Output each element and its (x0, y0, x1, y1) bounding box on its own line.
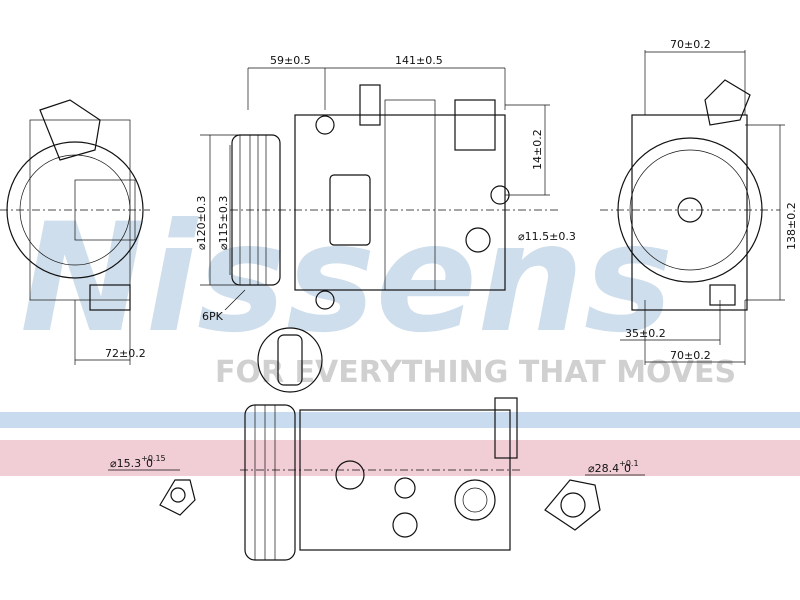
dim-35: 35±0.2 (625, 327, 666, 340)
dim-pulley-inner: ⌀115±0.3 (217, 196, 230, 250)
dim-72: 72±0.2 (105, 347, 146, 360)
right-view (600, 50, 785, 365)
watermark-band-blue (0, 412, 800, 428)
suction-port-fitting (108, 469, 196, 516)
dim-suction-port: ⌀15.3+0.15 (110, 454, 166, 470)
dim-70-bottom: 70±0.2 (670, 349, 711, 362)
dim-59: 59±0.5 (270, 54, 311, 67)
watermark-brand: Nissens (20, 192, 673, 366)
dim-suction-port-lower: 0 (146, 457, 153, 470)
side-view (230, 67, 560, 310)
dim-141: 141±0.5 (395, 54, 443, 67)
bottom-view (240, 397, 520, 561)
dim-138: 138±0.2 (785, 202, 798, 250)
discharge-port-fitting (544, 474, 645, 531)
dim-14: 14±0.2 (531, 129, 544, 170)
connector-detail (257, 327, 323, 393)
left-view (0, 99, 150, 365)
dim-discharge-port: ⌀28.4+0.1 (588, 459, 639, 475)
dim-pulley-outer: ⌀120±0.3 (195, 196, 208, 250)
belt-type-label: 6PK (202, 310, 224, 323)
dim-mount-hole: ⌀11.5±0.3 (518, 230, 576, 243)
dim-discharge-port-lower: 0 (624, 462, 631, 475)
dim-70-top: 70±0.2 (670, 38, 711, 51)
